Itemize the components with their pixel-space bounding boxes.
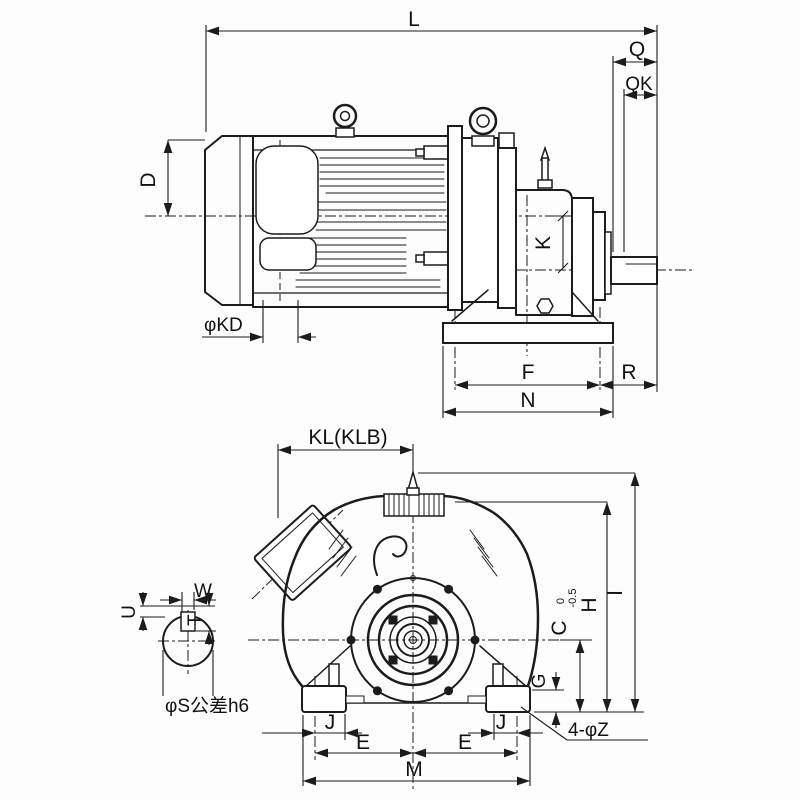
dim-label-R: R: [621, 361, 636, 384]
dim-label-KD: φKD: [204, 315, 243, 336]
mounting-feet: [301, 663, 531, 713]
dim-R: R: [600, 361, 657, 390]
dim-KD: φKD: [202, 300, 316, 343]
knurled-boss: [383, 493, 445, 517]
dim-Q: Q: [612, 38, 657, 252]
dim-G: G: [529, 672, 564, 728]
fin-hatching-left: [328, 529, 357, 577]
tie-bolt-bottom: [423, 251, 449, 266]
fan-cover: [204, 135, 254, 306]
dim-label-E-left: E: [356, 731, 370, 754]
hex-plug: [536, 298, 554, 314]
flange-adapter: [415, 125, 517, 311]
motor-frame: [252, 135, 449, 308]
dim-label-K: K: [532, 236, 555, 250]
tie-bolt-top: [423, 145, 449, 160]
dim-label-KL: KL(KLB): [308, 426, 387, 449]
dim-label-J-right: J: [496, 711, 507, 734]
dim-M: M: [302, 715, 531, 786]
dim-K: K: [532, 210, 572, 274]
dim-label-D: D: [137, 172, 160, 187]
dim-L: L: [205, 8, 658, 392]
dim-label-H: H: [578, 597, 601, 612]
motor-body-outline: [281, 469, 540, 689]
dim-label-QK: QK: [625, 74, 653, 95]
lifting-hook: [373, 535, 408, 576]
dim-E-right: E: [413, 731, 517, 758]
dim-QK: QK: [623, 74, 657, 252]
end-shield: [255, 145, 319, 235]
motor-eyebolt: [332, 103, 358, 138]
pedestal-base: [442, 289, 614, 344]
output-shaft-assembly: [571, 197, 658, 317]
shaft-key-detail: W U T φS公差h6: [119, 581, 249, 717]
case-lug: [498, 132, 515, 149]
dim-KL: KL(KLB): [277, 426, 414, 518]
dim-label-Q: Q: [629, 38, 645, 61]
dim-label-Z: 4-φZ: [568, 720, 609, 741]
front-view: W U T φS公差h6 KL(KLB) I: [119, 426, 648, 790]
dim-label-E-right: E: [458, 731, 472, 754]
gearbox-eyebolt: [468, 106, 498, 147]
dim-label-T: T: [185, 614, 206, 626]
dim-label-C: C: [548, 620, 571, 635]
cooling-fins: [295, 157, 447, 288]
dim-F: F: [455, 361, 600, 390]
keyway: [180, 611, 196, 632]
dim-E-left: E: [315, 731, 413, 758]
coupling-tabs: [388, 615, 438, 665]
dim-label-C-tol-upper: 0: [555, 598, 567, 604]
dim-J-left: J: [262, 711, 362, 740]
dim-label-M: M: [405, 758, 423, 781]
dim-label-I: I: [604, 590, 627, 596]
stud-right: [492, 663, 504, 687]
dim-label-N: N: [520, 389, 535, 412]
fin-hatching-right: [469, 529, 498, 577]
gearbox-face: [346, 575, 480, 703]
terminal-box: [253, 504, 352, 601]
dim-label-C-tol-lower: -0.5: [567, 589, 579, 608]
dim-label-S: φS公差h6: [165, 695, 249, 717]
dim-label-U: U: [119, 605, 140, 619]
dim-H: H: [455, 501, 612, 712]
flange-bolts: [346, 575, 480, 696]
dim-D: D: [137, 139, 205, 216]
foot-left: [301, 685, 347, 713]
dim-label-G: G: [529, 674, 550, 689]
dim-Z: 4-φZ: [520, 706, 648, 741]
dim-label-J-left: J: [325, 711, 336, 734]
dim-I: I: [418, 472, 640, 712]
stud-left: [328, 663, 340, 687]
end-shield-lower: [259, 237, 317, 271]
dim-N: N: [442, 346, 614, 418]
dim-label-L: L: [408, 8, 420, 31]
side-view: L Q QK D φKD: [137, 8, 693, 418]
knurl-lines: [388, 493, 440, 517]
dim-label-F: F: [522, 361, 535, 384]
output-shaft: [610, 256, 658, 285]
